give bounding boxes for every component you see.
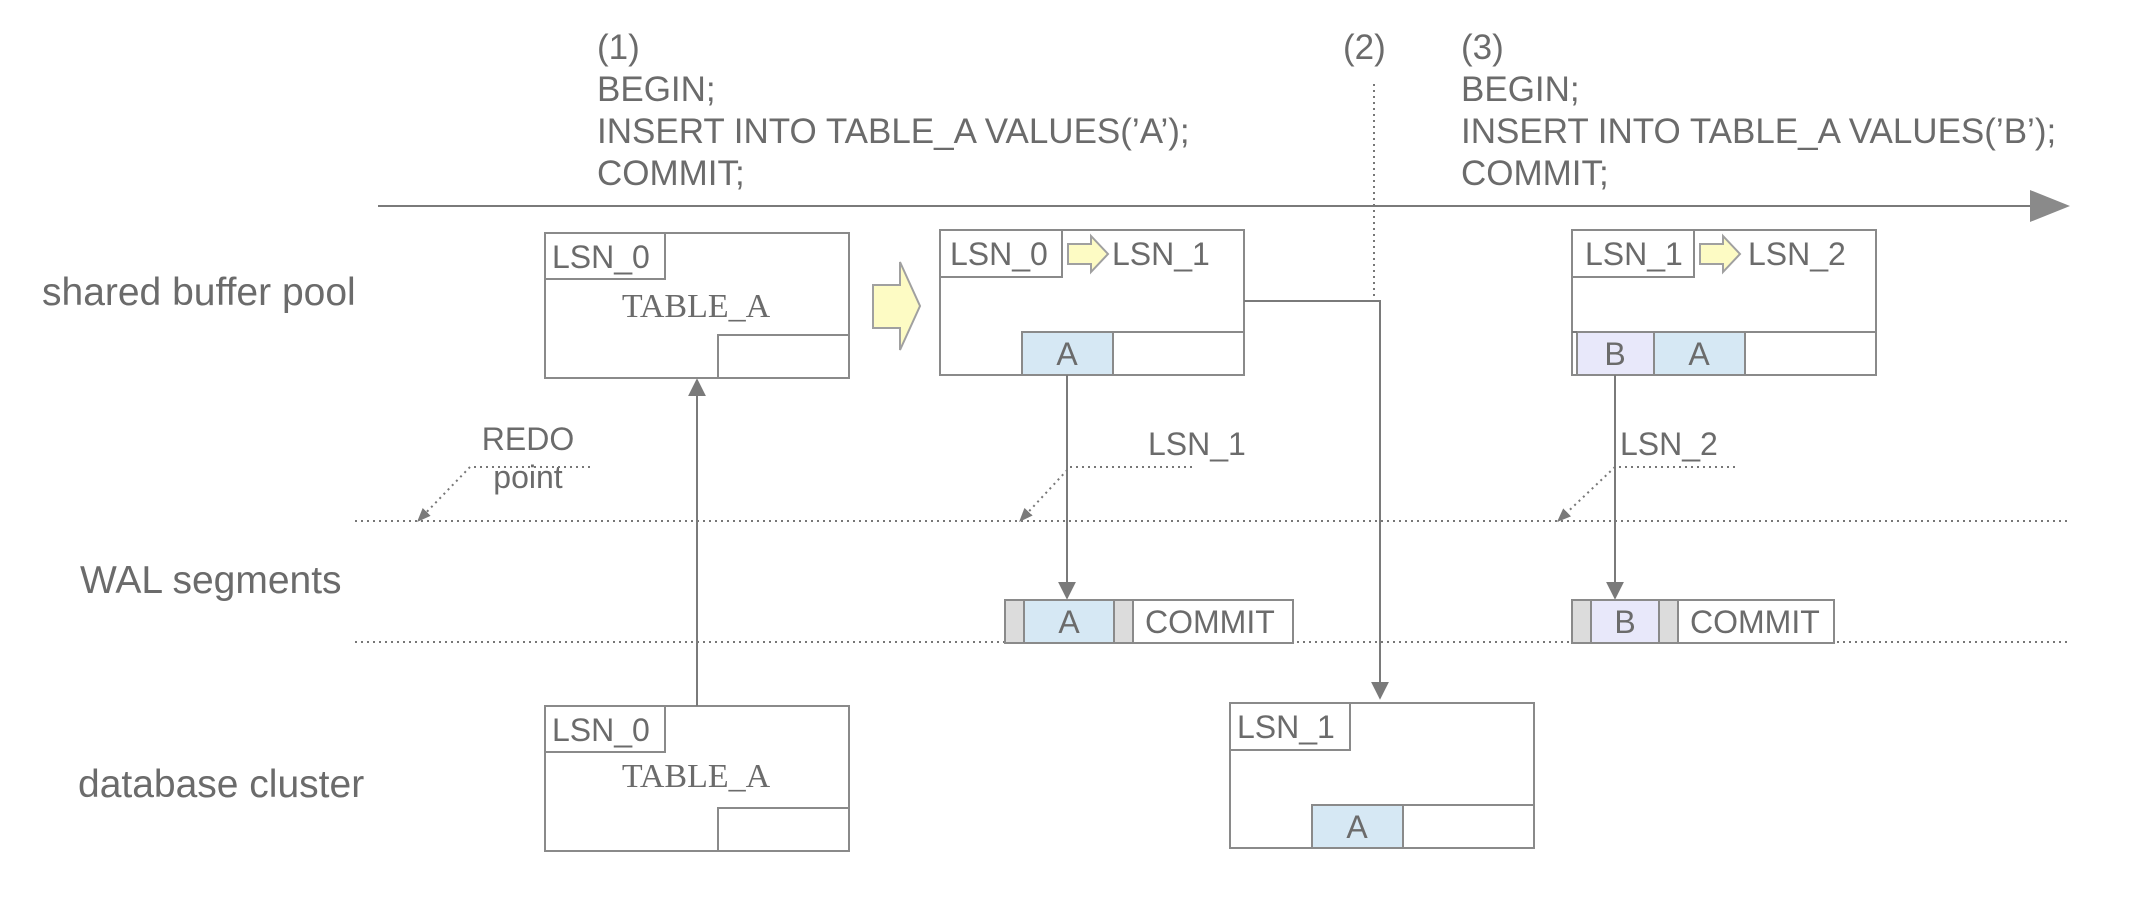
checkpoint-flush-arrow (1244, 300, 1389, 700)
timeline (378, 190, 2070, 222)
lsn-header (544, 232, 666, 280)
tuple-a (1021, 331, 1114, 376)
step-2: (2) (1343, 28, 1386, 300)
lsn-new: LSN_1 (1112, 236, 1210, 272)
cluster-page-initial: LSN_0 TABLE_A (544, 705, 850, 852)
step-1: (1) BEGIN; INSERT INTO TABLE_A VALUES(’A… (597, 28, 1190, 193)
tuple-b (1576, 331, 1655, 376)
lsn-header (1229, 702, 1351, 751)
lsn-label: LSN_0 (552, 712, 650, 748)
timeline-arrowhead (2030, 190, 2070, 222)
lsn-new: LSN_2 (1748, 236, 1846, 272)
commit-record (1677, 599, 1835, 644)
table-name: TABLE_A (622, 758, 771, 795)
tuple-a (1311, 804, 1404, 849)
lsn-old: LSN_1 (1585, 236, 1683, 272)
lsn-label: LSN_1 (1237, 709, 1335, 745)
step-3-number: (3) (1461, 28, 1504, 67)
commit-label: COMMIT (1690, 604, 1820, 640)
step-2-number: (2) (1343, 28, 1386, 67)
table-name: TABLE_A (622, 288, 771, 325)
buffer-page-initial: LSN_0 TABLE_A (544, 232, 850, 379)
step-3-line-3: COMMIT; (1461, 154, 1609, 193)
wal-lsn-pointer-1 (1019, 466, 1192, 523)
row-label-buffer-pool: shared buffer pool (42, 271, 356, 314)
record-tuple-label: B (1614, 604, 1635, 640)
lsn-advance-arrow-icon (1067, 233, 1110, 275)
step-1-number: (1) (597, 28, 640, 67)
redo-label-line-2: point (493, 459, 563, 495)
step-3-line-2: INSERT INTO TABLE_A VALUES(’B’); (1461, 112, 2056, 151)
empty-cell (1112, 331, 1245, 376)
empty-cell (717, 334, 850, 379)
commit-label: COMMIT (1145, 604, 1275, 640)
tuple-a-label: A (1688, 336, 1710, 372)
empty-cell (1744, 331, 1877, 376)
redo-point: REDO point (417, 421, 590, 523)
wal-record-b: B COMMIT (1571, 599, 1835, 644)
wal-lsn-label-2: LSN_2 (1620, 426, 1718, 462)
step-3-line-1: BEGIN; (1461, 70, 1580, 109)
update-arrow-icon (872, 261, 922, 351)
record-tuple (1023, 599, 1115, 644)
record-tuple-label: A (1058, 604, 1080, 640)
empty-cell (717, 807, 850, 852)
commit-record (1132, 599, 1294, 644)
record-header (1004, 599, 1025, 644)
tuple-a-label: A (1346, 809, 1368, 845)
wal-record-a: A COMMIT (1004, 599, 1294, 644)
tuple-b-label: B (1604, 336, 1625, 372)
lsn-label: LSN_0 (552, 239, 650, 275)
redo-label-line-1: REDO (482, 421, 574, 457)
redo-pointer (417, 466, 590, 523)
step-3: (3) BEGIN; INSERT INTO TABLE_A VALUES(’B… (1461, 28, 2056, 193)
commit-header (1113, 599, 1134, 644)
buffer-page-after-insert-b: LSN_1 LSN_2 B A (1571, 229, 1877, 376)
lsn-header (939, 229, 1063, 278)
cluster-page-after-checkpoint: LSN_1 A (1229, 702, 1535, 849)
empty-cell (1402, 804, 1535, 849)
record-header (1571, 599, 1592, 644)
lsn-old: LSN_0 (950, 236, 1048, 272)
commit-header (1658, 599, 1679, 644)
lsn-header (544, 705, 666, 753)
wal-lsn-pointer-2 (1556, 466, 1735, 522)
row-label-database-cluster: database cluster (78, 763, 364, 806)
step-1-line-1: BEGIN; (597, 70, 716, 109)
tuple-a-label: A (1056, 336, 1078, 372)
buffer-page-after-insert-a: LSN_0 LSN_1 A (939, 229, 1245, 376)
lsn-header (1571, 229, 1695, 278)
wal-lsn-label-1: LSN_1 (1148, 426, 1246, 462)
step-1-line-2: INSERT INTO TABLE_A VALUES(’A’); (597, 112, 1190, 151)
step-1-line-3: COMMIT; (597, 154, 745, 193)
row-label-wal-segments: WAL segments (80, 559, 342, 602)
lsn-advance-arrow-icon (1699, 233, 1742, 275)
